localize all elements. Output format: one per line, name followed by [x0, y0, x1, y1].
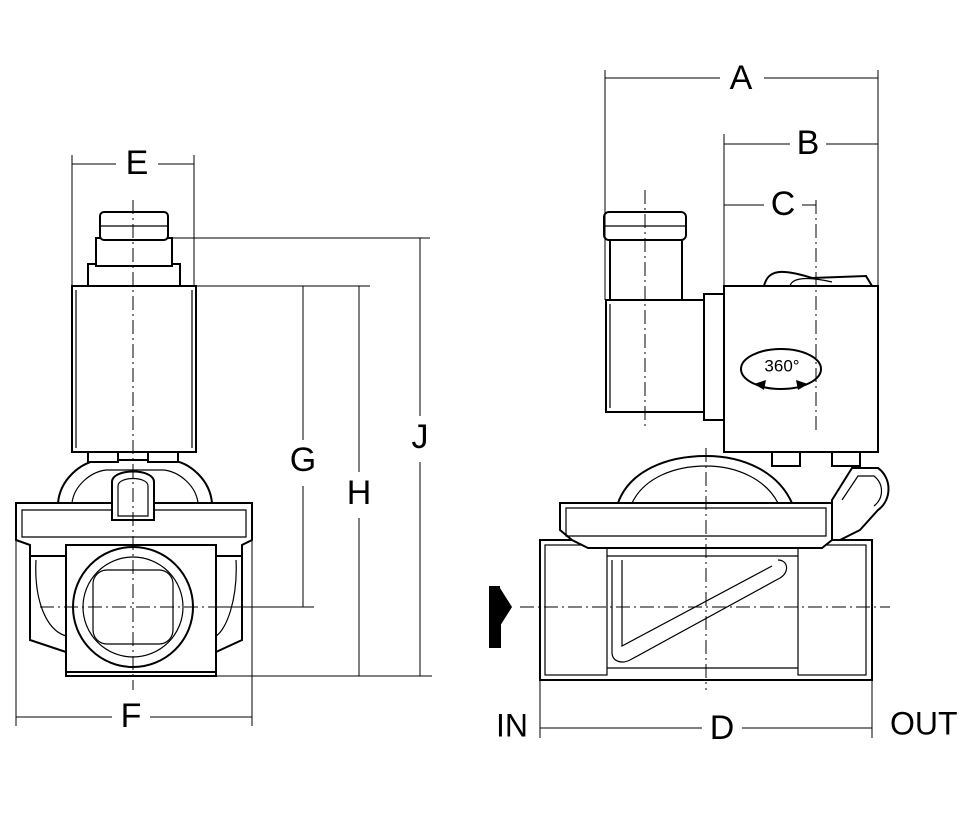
front-nut-base [95, 237, 173, 267]
dim-label-b: B [797, 124, 820, 162]
side-pilot-boss [831, 467, 890, 541]
dim-label-c: C [771, 185, 796, 223]
dim-label-f: F [121, 697, 142, 735]
dim-label-e: E [126, 144, 149, 182]
side-flange-inner [565, 507, 827, 537]
side-connector [605, 299, 705, 413]
front-override-inner [117, 477, 149, 517]
front-coil-washer [87, 263, 181, 287]
rotation-arrow-right-icon [796, 380, 808, 390]
rotation-label: 360° [764, 356, 799, 375]
front-bonnet-inner [71, 469, 199, 504]
port-label-outlet: OUT [890, 705, 958, 741]
dim-label-d: D [710, 709, 735, 747]
side-connector-gland [609, 237, 683, 301]
front-port-side-right [215, 559, 237, 637]
side-internal-passage-inner [621, 560, 773, 647]
front-view [15, 200, 253, 690]
side-pilot-boss-inner [841, 475, 883, 507]
port-label-inlet: IN [496, 707, 528, 743]
front-coil [71, 285, 197, 453]
front-port-side-left [35, 559, 67, 637]
flow-direction-arrow-shaft [489, 592, 501, 648]
front-flange-inner [21, 509, 247, 538]
side-bonnet [616, 454, 794, 504]
side-connector-gasket [703, 293, 725, 421]
dimension-labels: A B C D E F G H J IN OUT [121, 59, 958, 747]
rotation-arrow-left-icon [754, 380, 766, 390]
side-view: 360° [489, 190, 890, 690]
dim-label-g: G [290, 441, 316, 479]
dim-label-j: J [412, 418, 429, 456]
rotation-label-bg [758, 356, 806, 378]
side-coil-clip [763, 270, 873, 287]
side-outlet-hex [797, 544, 867, 676]
side-flange [559, 502, 833, 549]
dim-label-h: H [347, 474, 372, 512]
dim-label-a: A [730, 59, 753, 97]
side-inlet-hex [544, 544, 608, 676]
side-coil-clip-inner [789, 277, 833, 287]
front-port-hex [65, 544, 217, 673]
rotation-ellipse [740, 348, 822, 390]
dimension-lines [15, 70, 879, 738]
side-internal-passage [611, 559, 788, 663]
